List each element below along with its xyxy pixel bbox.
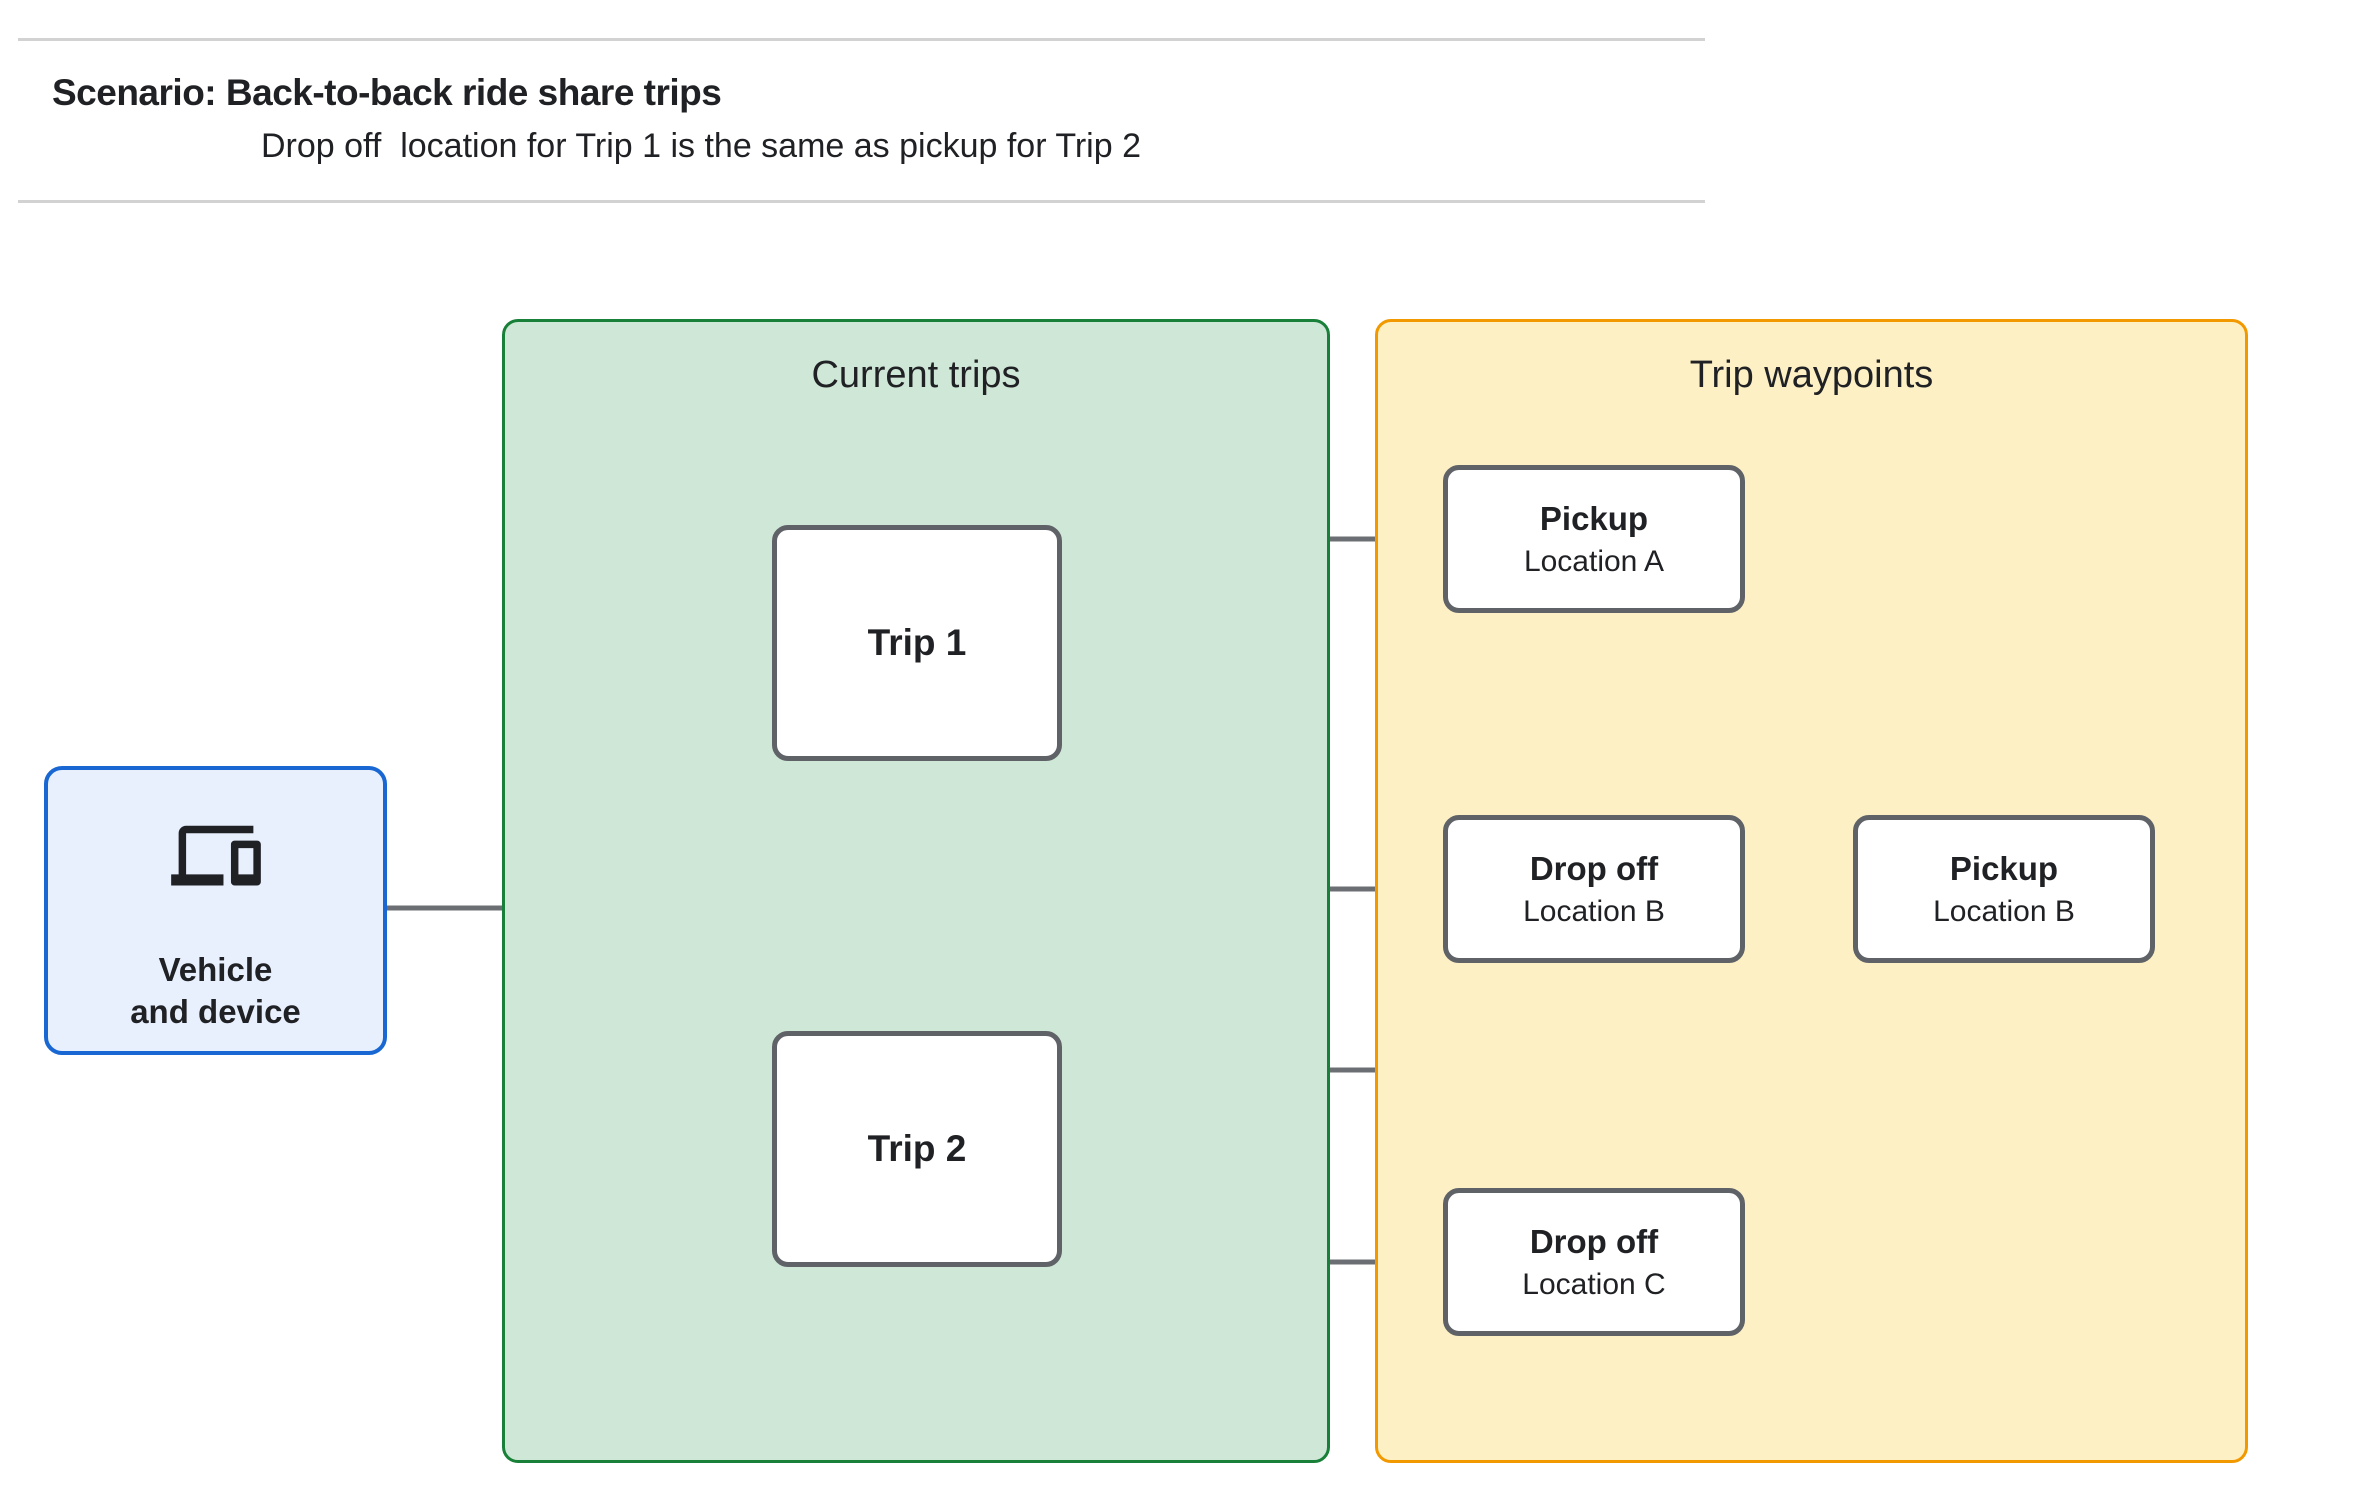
- pickup-a-subtitle: Location A: [1523, 544, 1665, 578]
- dropoff-b-subtitle: Location B: [1523, 894, 1665, 928]
- vehicle-and-device-node: Vehicle and device: [44, 766, 387, 1055]
- dropoff-location-b-node: Drop off Location B: [1443, 815, 1745, 963]
- page-title: Scenario: Back-to-back ride share trips: [52, 72, 722, 113]
- header-divider: [18, 200, 1705, 203]
- trip1-label: Trip 1: [867, 622, 967, 663]
- vehicle-node-label: Vehicle and device: [130, 949, 301, 1033]
- dropoff-b-title: Drop off: [1529, 849, 1659, 887]
- trip1-node: Trip 1: [772, 525, 1062, 761]
- vehicle-label-line1: Vehicle: [158, 951, 273, 988]
- dropoff-c-subtitle: Location C: [1522, 1267, 1666, 1301]
- current-trips-panel: Current trips: [502, 319, 1330, 1463]
- pickup-b-subtitle: Location B: [1933, 894, 2075, 928]
- dropoff-location-c-node: Drop off Location C: [1443, 1188, 1745, 1336]
- dropoff-c-title: Drop off: [1529, 1222, 1659, 1260]
- trip2-label: Trip 2: [867, 1128, 967, 1169]
- pickup-location-b-node: Pickup Location B: [1853, 815, 2155, 963]
- vehicle-label-line2: and device: [130, 993, 301, 1030]
- top-divider: [18, 38, 1705, 41]
- pickup-b-title: Pickup: [1949, 849, 2059, 887]
- current-trips-panel-title: Current trips: [811, 354, 1021, 396]
- pickup-a-title: Pickup: [1539, 499, 1649, 537]
- trip2-node: Trip 2: [772, 1031, 1062, 1267]
- devices-icon: [170, 825, 261, 886]
- pickup-location-a-node: Pickup Location A: [1443, 465, 1745, 613]
- trip-waypoints-panel-title: Trip waypoints: [1689, 354, 1934, 396]
- page-subtitle: Drop off location for Trip 1 is the same…: [261, 127, 1141, 165]
